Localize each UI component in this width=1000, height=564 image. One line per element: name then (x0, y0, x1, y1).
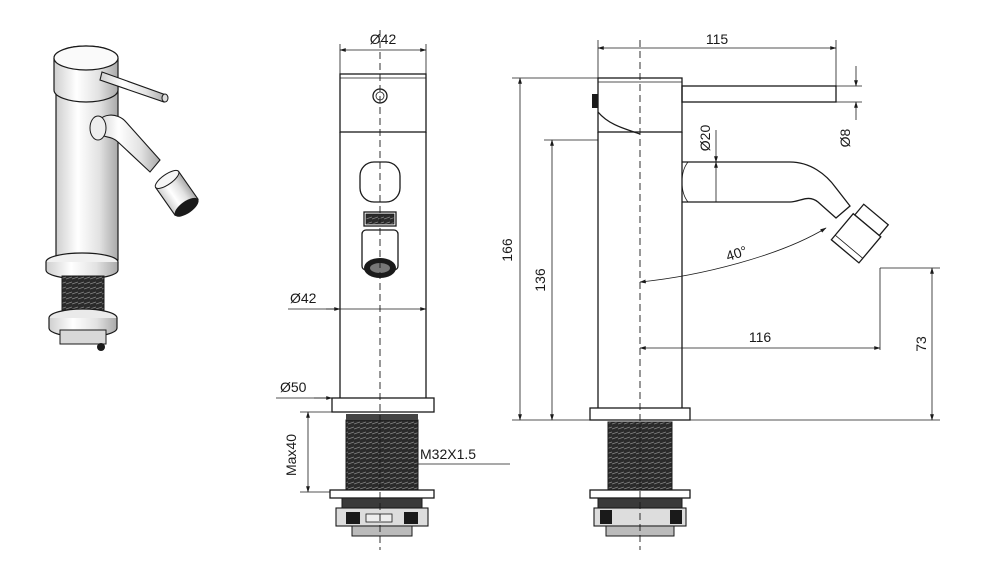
front-view (276, 30, 510, 550)
label-total-height: 166 (499, 238, 515, 262)
label-spout-height: 136 (532, 268, 548, 292)
label-top-diameter: Ø42 (370, 31, 397, 47)
side-view (512, 40, 940, 550)
label-spout-diameter: Ø20 (697, 125, 713, 152)
label-max-depth: Max40 (283, 434, 299, 476)
label-outlet-reach: 116 (749, 329, 772, 345)
label-thread: M32X1.5 (420, 446, 476, 462)
label-outlet-height: 73 (913, 336, 929, 352)
perspective-view (45, 45, 199, 351)
label-angle: 40° (724, 242, 749, 264)
label-lever-diameter: Ø8 (837, 128, 853, 147)
label-reach: 115 (706, 31, 729, 47)
label-base-diameter: Ø50 (280, 379, 307, 395)
label-body-diameter: Ø42 (290, 290, 317, 306)
